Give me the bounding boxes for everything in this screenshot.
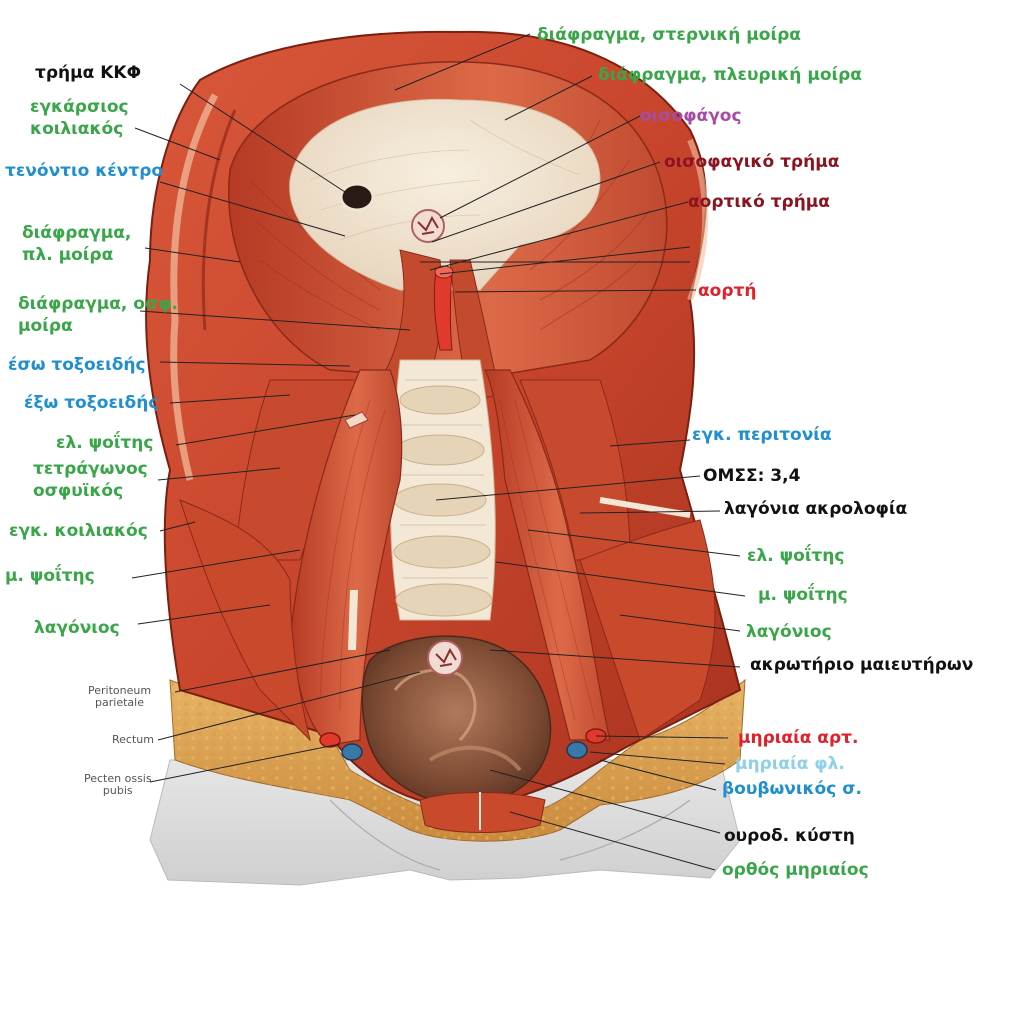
central-tendon xyxy=(289,98,601,291)
label-iliacus-right: λαγόνιος xyxy=(746,622,832,642)
leader-lines xyxy=(131,33,746,871)
femoral-artery-left xyxy=(319,732,341,748)
femoral-vein-right xyxy=(566,741,588,759)
label-rectus-femoris: ορθός μηριαίος xyxy=(722,860,869,880)
label-transverse-abdominal-2: εγκ. κοιλιακός xyxy=(9,521,148,541)
label-diaphragm-lumbar: διάφραγμα, οσφ. μοίρα xyxy=(18,294,178,336)
aorta-vessel xyxy=(433,269,453,351)
iliacus-right xyxy=(579,519,716,741)
label-vertebrae: ΟΜΣΣ: 3,4 xyxy=(703,466,801,486)
psoas-major-left xyxy=(289,369,403,746)
label-diaphragm-sternal: διάφραγμα, στερνική μοίρα xyxy=(537,25,801,45)
label-inguinal-ligament: βουβωνικός σ. xyxy=(722,779,862,799)
label-lateral-arcuate: έξω τοξοειδής xyxy=(24,393,159,413)
label-esophageal-hiatus: οισοφαγικό τρήμα xyxy=(664,152,840,172)
label-aortic-hiatus: αορτικό τρήμα xyxy=(688,192,830,212)
ivc-foramen xyxy=(339,182,375,212)
label-aorta: αορτή xyxy=(698,281,757,301)
label-transverse-abdominal: εγκάρσιος κοιλιακός xyxy=(30,97,129,139)
label-medial-arcuate: έσω τοξοειδής xyxy=(8,355,146,375)
label-central-tendon: τενόντιο κέντρο xyxy=(5,161,164,181)
label-psoas-minor-left: ελ. ψοΐτης xyxy=(56,433,154,453)
label-femoral-vein: μηριαία φλ. xyxy=(735,754,845,774)
label-rectum: Rectum xyxy=(112,733,154,746)
label-bladder: ουροδ. κύστη xyxy=(724,826,855,846)
label-peritoneum-parietale: Peritoneum parietale xyxy=(88,684,152,709)
femoral-vein-left xyxy=(341,743,363,761)
lumbar-vertebrae xyxy=(390,359,496,621)
iliacus-left xyxy=(179,499,311,742)
label-quadratus-lumborum: τετράγωνος οσφυϊκός xyxy=(33,459,148,501)
label-pecten-ossis-pubis: Pecten ossis pubis xyxy=(84,772,152,797)
label-psoas-major-right: μ. ψοΐτης xyxy=(758,585,848,605)
label-kkf-hole: τρήμα ΚΚΦ xyxy=(35,63,142,83)
label-psoas-major-left: μ. ψοΐτης xyxy=(5,566,95,586)
label-iliacus-left: λαγόνιος xyxy=(34,618,120,638)
label-iliac-crest: λαγόνια ακρολοφία xyxy=(724,499,908,519)
label-femoral-artery: μηριαία αρτ. xyxy=(738,728,859,748)
label-diaphragm-costal-right: διάφραγμα, πλευρική μοίρα xyxy=(598,65,862,85)
psoas-major-right xyxy=(484,369,611,741)
label-transversalis-fascia: εγκ. περιτονία xyxy=(692,425,832,445)
label-psoas-minor-right: ελ. ψοΐτης xyxy=(747,546,845,566)
label-promontory: ακρωτήριο μαιευτήρων xyxy=(750,655,974,675)
rectus-femoris xyxy=(419,792,546,833)
label-esophagus: οισοφάγος xyxy=(640,106,742,126)
label-diaphragm-costal-left: διάφραγμα, πλ. μοίρα xyxy=(22,223,132,265)
